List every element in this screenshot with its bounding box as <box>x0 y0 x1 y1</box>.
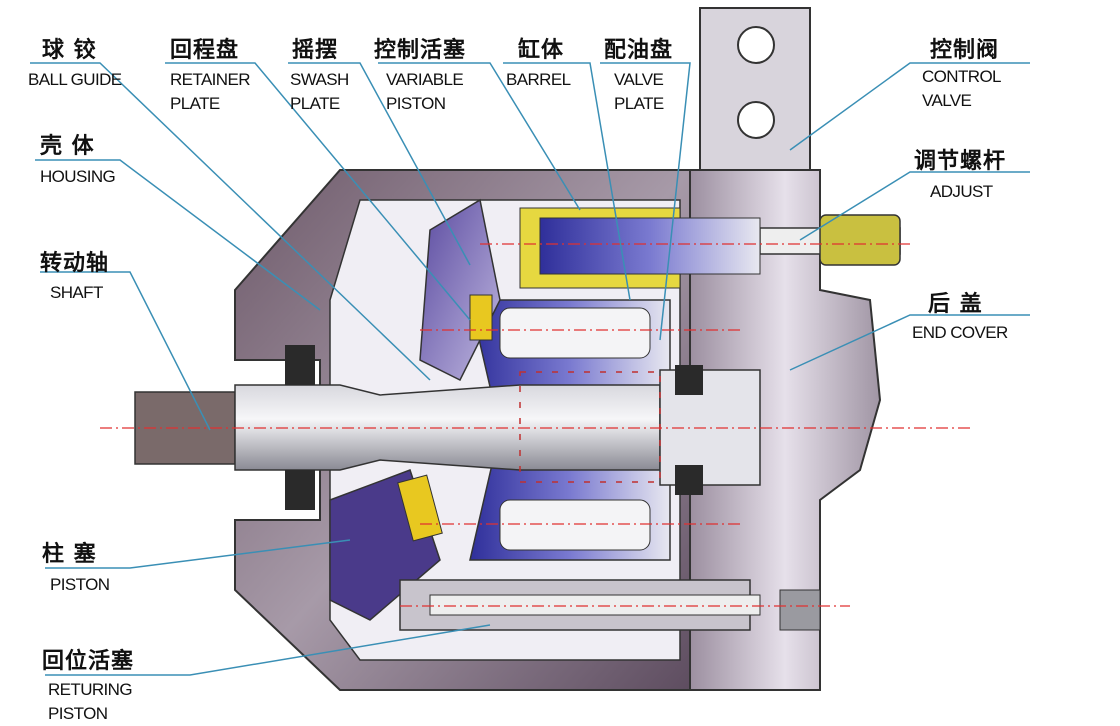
housing-label-zh: 壳 体 <box>40 134 95 159</box>
returning-piston-label-zh: 回位活塞 <box>42 649 135 674</box>
returning-piston-label-line2: PISTON <box>48 704 108 723</box>
returning-piston-label-en: RETURING PISTON <box>48 678 133 726</box>
shaft-label-en: SHAFT <box>50 283 103 302</box>
swash-plate-label-line2: PLATE <box>290 94 340 113</box>
retainer-plate-label-en: RETAINER PLATE <box>170 68 251 116</box>
control-valve-port <box>737 26 775 64</box>
swash-plate-label-en: SWASH PLATE <box>290 68 349 116</box>
piston-bore <box>499 499 651 551</box>
housing-label-en: HOUSING <box>40 167 116 186</box>
returning-piston-label-line1: RETURING <box>48 680 133 699</box>
bearing-rear <box>675 365 703 395</box>
retainer-plate <box>469 294 493 341</box>
barrel-label-zh: 缸体 <box>518 38 565 63</box>
variable-piston-label-en: VARIABLE PISTON <box>386 68 464 116</box>
retainer-plate-label-zh: 回程盘 <box>170 38 240 63</box>
adjust-label-en: ADJUST <box>930 182 993 201</box>
swash-plate-label-line1: SWASH <box>290 70 349 89</box>
adjust-label-zh: 调节螺杆 <box>914 149 1007 174</box>
control-valve-port <box>737 101 775 139</box>
end-plug <box>779 589 821 631</box>
end-cover-label-zh: 后 盖 <box>928 292 983 317</box>
returning-piston-rod <box>429 594 761 616</box>
control-valve-label-en: CONTROL VALVE <box>922 65 1002 113</box>
end-cover-label-en: END COVER <box>912 323 1008 342</box>
ball-guide-label-zh: 球 铰 <box>42 38 97 63</box>
variable-piston-label-zh: 控制活塞 <box>374 38 467 63</box>
retainer-plate-label-line2: PLATE <box>170 94 220 113</box>
control-valve-label-zh: 控制阀 <box>930 38 1000 63</box>
bearing-front <box>285 345 315 385</box>
valve-plate-label-line1: VALVE <box>614 70 664 89</box>
valve-plate-label-en: VALVE PLATE <box>614 68 664 116</box>
piston-bore <box>499 307 651 359</box>
centerlines <box>100 243 970 607</box>
valve-plate-label-zh: 配油盘 <box>604 38 674 63</box>
variable-piston-label-line2: PISTON <box>386 94 446 113</box>
control-valve-label-line1: CONTROL <box>922 67 1002 86</box>
shaft-label-zh: 转动轴 <box>40 251 110 276</box>
control-valve-label-line2: VALVE <box>922 91 972 110</box>
bearing-rear <box>675 465 703 495</box>
retainer-plate-label-line1: RETAINER <box>170 70 251 89</box>
bearing-front <box>285 470 315 510</box>
leader-lines <box>30 62 1030 676</box>
piston-label-zh: 柱 塞 <box>42 542 97 567</box>
valve-plate-label-line2: PLATE <box>614 94 664 113</box>
variable-piston-label-line1: VARIABLE <box>386 70 464 89</box>
adjust-nut <box>819 214 901 266</box>
variable-piston <box>539 217 761 275</box>
piston-label-en: PISTON <box>50 575 110 594</box>
barrel-label-en: BARREL <box>506 70 571 89</box>
ball-guide-label-en: BALL GUIDE <box>28 70 122 89</box>
barrel-spring <box>519 371 661 483</box>
swash-plate-label-zh: 摇摆 <box>292 38 339 63</box>
